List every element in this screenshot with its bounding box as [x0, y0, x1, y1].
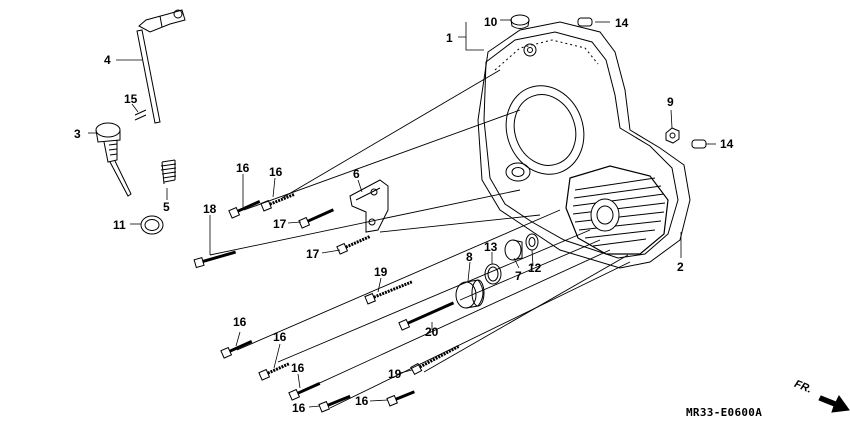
cover-bolt-flange: [494, 39, 599, 71]
bolt-16-d: [258, 362, 291, 381]
part-7-plug: [504, 239, 523, 261]
callout-4: 4: [104, 53, 111, 67]
finned-cover: [565, 165, 669, 255]
bolt-18: [193, 250, 237, 269]
callout-8: 8: [466, 250, 473, 264]
callout-14b: 14: [720, 137, 734, 151]
part-8-plug: [455, 279, 485, 309]
cover-gasket: [477, 21, 691, 269]
bolt-17-a: [298, 208, 335, 229]
leader-lines: [88, 19, 716, 408]
callout-6: 6: [353, 167, 360, 181]
filler-boss: [505, 162, 531, 182]
drawing-code: MR33-E0600A: [686, 406, 763, 419]
callout-labels: 1 2 3 4 5 6 7 8 9 10 11 12 13 14 14 15 1…: [74, 15, 734, 415]
part-9-nut: [665, 127, 680, 144]
part-12-washer: [525, 233, 539, 251]
bolt-16-c: [220, 340, 253, 359]
bolt-16-a: [228, 200, 261, 219]
callout-16b: 16: [269, 165, 283, 179]
bolt-17-b: [336, 235, 371, 255]
part-10-cap: [510, 14, 530, 26]
callout-19a: 19: [374, 265, 388, 279]
callout-19b: 19: [388, 367, 402, 381]
bolt-19-b: [410, 345, 460, 376]
bolt-16-g: [386, 390, 415, 407]
callout-18: 18: [203, 202, 217, 216]
part-14-dowel-top: [577, 17, 593, 27]
callout-20: 20: [425, 325, 439, 339]
callout-17a: 17: [273, 217, 287, 231]
callout-5: 5: [163, 200, 170, 214]
callout-16d: 16: [273, 330, 287, 344]
part-3-dipstick: [95, 122, 132, 197]
callout-15: 15: [124, 92, 138, 106]
callout-11: 11: [113, 218, 126, 232]
callout-16f: 16: [292, 401, 306, 415]
callout-17b: 17: [306, 247, 320, 261]
part-11-o-ring: [140, 215, 164, 235]
part-14-dowel-right: [691, 139, 707, 149]
bolt-20: [398, 301, 455, 331]
part-13-o-ring: [484, 263, 502, 285]
callout-13: 13: [484, 240, 498, 254]
callout-16e: 16: [291, 361, 305, 375]
bolt-16-b: [260, 193, 295, 212]
callout-2: 2: [677, 260, 684, 274]
cover-body: [483, 31, 679, 259]
callout-9: 9: [667, 95, 674, 109]
callout-16g: 16: [355, 394, 369, 408]
part-4-shift-shaft: [136, 9, 186, 124]
callout-7: 7: [515, 269, 522, 283]
callout-3: 3: [74, 127, 81, 141]
front-direction-arrow: [818, 395, 850, 413]
clutch-opening: [505, 85, 585, 175]
bolt-16-e: [288, 382, 321, 401]
part-15-pin: [134, 109, 147, 121]
guide-lines: [209, 69, 631, 409]
callout-14a: 14: [615, 16, 629, 30]
bolt-16-f: [318, 394, 351, 413]
callout-12: 12: [528, 261, 542, 275]
part-6-bracket: [349, 179, 389, 233]
callout-16c: 16: [233, 315, 247, 329]
callout-10: 10: [484, 15, 498, 29]
part-5-spring: [160, 159, 177, 185]
callout-16a: 16: [236, 161, 250, 175]
callout-1: 1: [446, 31, 453, 45]
